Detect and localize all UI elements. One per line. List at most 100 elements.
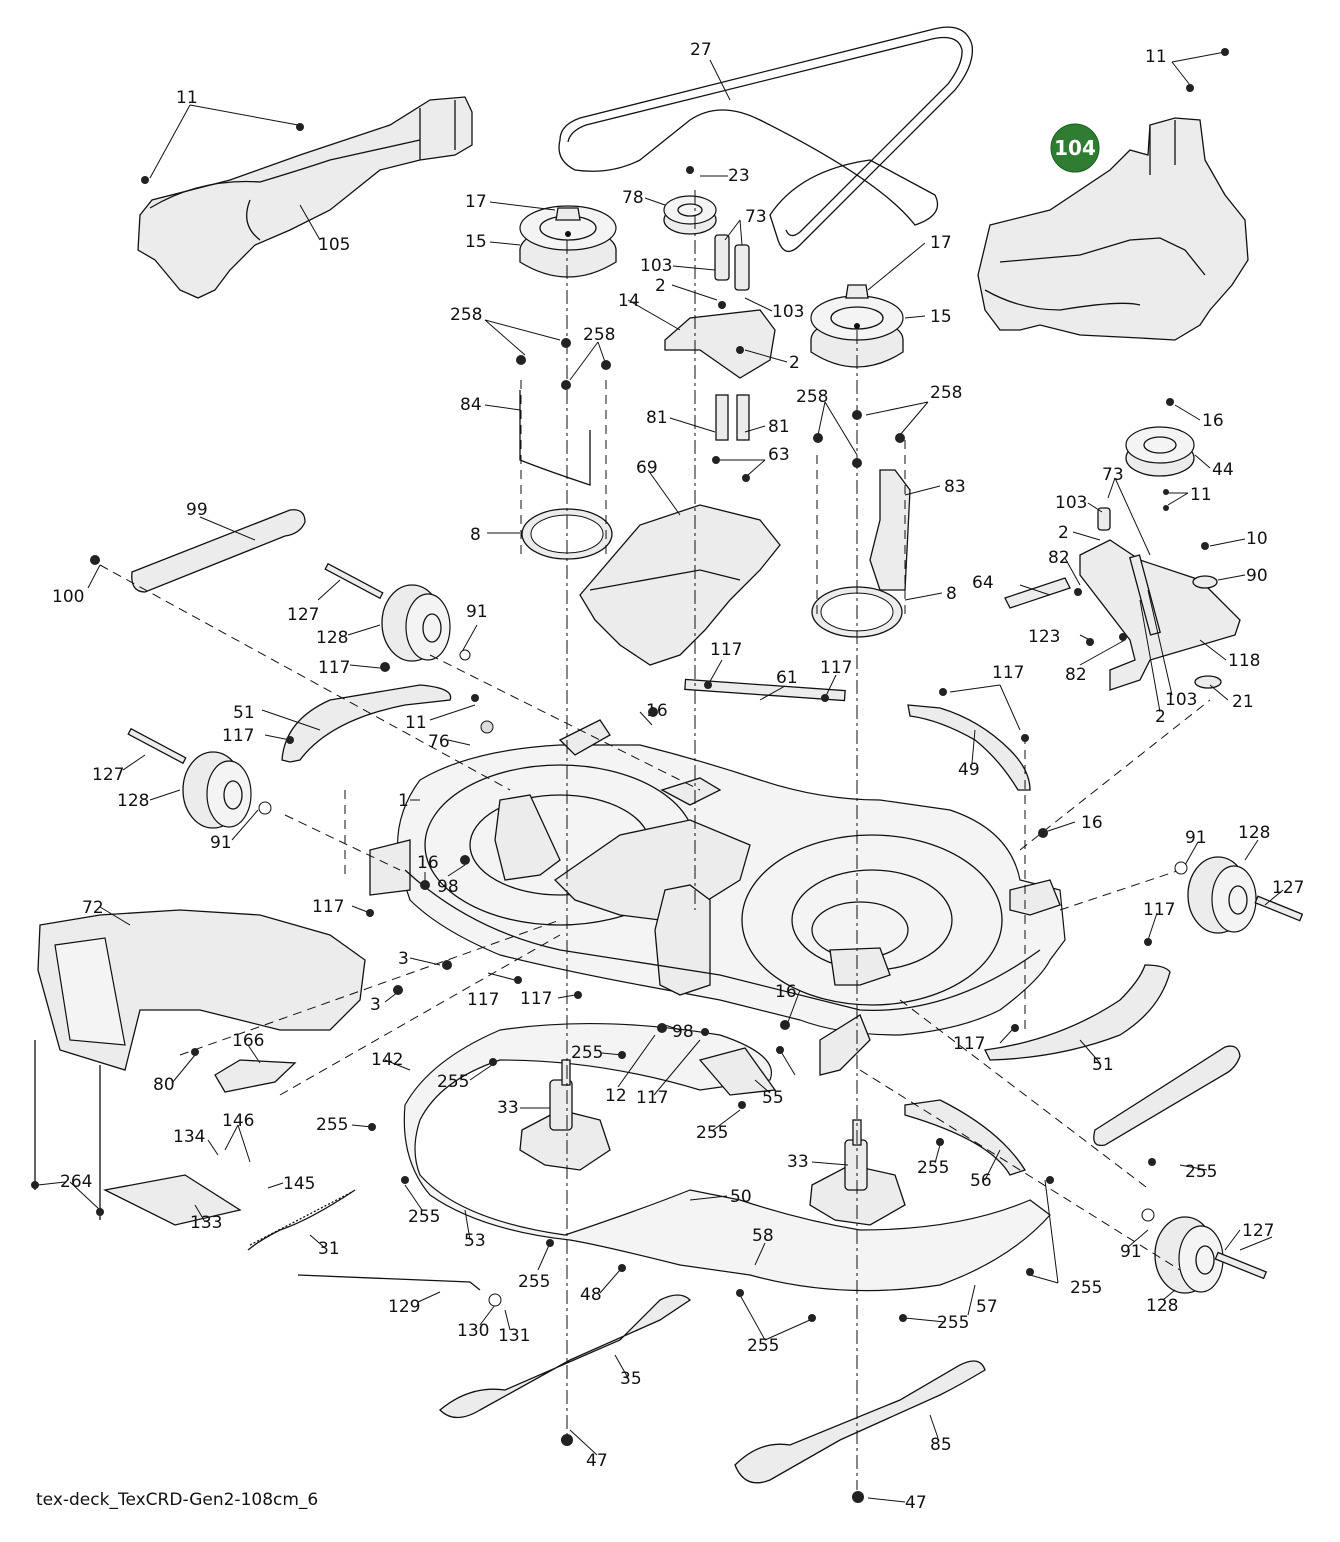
label-146: 146 xyxy=(222,1111,254,1131)
label-31: 31 xyxy=(318,1239,340,1259)
label-127: 127 xyxy=(1242,1221,1274,1241)
label-49: 49 xyxy=(958,760,980,780)
label-82: 82 xyxy=(1065,665,1087,685)
spindle-left xyxy=(519,1059,611,1171)
label-55: 55 xyxy=(762,1088,784,1108)
label-47: 47 xyxy=(905,1493,927,1513)
label-117: 117 xyxy=(710,640,742,660)
label-58: 58 xyxy=(752,1226,774,1246)
label-117: 117 xyxy=(467,990,499,1010)
label-91: 91 xyxy=(1185,828,1207,848)
label-53: 53 xyxy=(464,1231,486,1251)
label-35: 35 xyxy=(620,1369,642,1389)
drive-belt xyxy=(558,26,974,252)
label-17: 17 xyxy=(465,192,487,212)
lower-baffles xyxy=(403,1023,1051,1292)
label-91: 91 xyxy=(1120,1242,1142,1262)
wheel-right-lower xyxy=(1154,1216,1224,1294)
label-8: 8 xyxy=(946,584,957,604)
label-91: 91 xyxy=(210,833,232,853)
label-83: 83 xyxy=(944,477,966,497)
label-123: 123 xyxy=(1028,627,1060,647)
label-90: 90 xyxy=(1246,566,1268,586)
left-pulley xyxy=(519,205,617,278)
label-27: 27 xyxy=(690,40,712,60)
alignment-lines xyxy=(99,190,1211,1490)
label-255: 255 xyxy=(696,1123,728,1143)
label-2: 2 xyxy=(789,353,800,373)
tensioner-bracket xyxy=(1004,507,1241,691)
label-99: 99 xyxy=(186,500,208,520)
mulch-kit-parts xyxy=(34,1040,481,1291)
wheel-bolts xyxy=(127,562,1304,1280)
label-12: 12 xyxy=(605,1086,627,1106)
part-labels: 27 11 11 105 17 15 78 23 73 103 2 103 14… xyxy=(52,40,1304,1513)
label-3: 3 xyxy=(370,995,381,1015)
label-134: 134 xyxy=(173,1127,205,1147)
label-117: 117 xyxy=(1143,900,1175,920)
label-11: 11 xyxy=(1145,47,1167,67)
label-128: 128 xyxy=(117,791,149,811)
label-133: 133 xyxy=(190,1213,222,1233)
label-255: 255 xyxy=(316,1115,348,1135)
label-8: 8 xyxy=(470,525,481,545)
label-2: 2 xyxy=(655,276,666,296)
label-2: 2 xyxy=(1058,523,1069,543)
label-1: 1 xyxy=(398,791,409,811)
label-11: 11 xyxy=(176,88,198,108)
label-2: 2 xyxy=(1155,707,1166,727)
idler-bracket xyxy=(664,234,776,441)
label-255: 255 xyxy=(571,1043,603,1063)
label-127: 127 xyxy=(92,765,124,785)
label-128: 128 xyxy=(1238,823,1270,843)
label-166: 166 xyxy=(232,1031,264,1051)
label-10: 10 xyxy=(1246,529,1268,549)
label-81: 81 xyxy=(646,408,668,428)
label-255: 255 xyxy=(408,1207,440,1227)
label-69: 69 xyxy=(636,458,658,478)
wheel-right-upper xyxy=(1187,856,1257,934)
label-84: 84 xyxy=(460,395,482,415)
wheel-left-lower xyxy=(182,751,252,829)
blade-right xyxy=(734,1360,986,1484)
label-14: 14 xyxy=(618,291,640,311)
label-23: 23 xyxy=(728,166,750,186)
label-131: 131 xyxy=(498,1326,530,1346)
label-258: 258 xyxy=(796,387,828,407)
label-103: 103 xyxy=(1055,493,1087,513)
idler-pulley-right xyxy=(1125,426,1195,477)
label-264: 264 xyxy=(60,1172,92,1192)
label-57: 57 xyxy=(976,1297,998,1317)
right-pulley xyxy=(810,284,904,368)
label-103: 103 xyxy=(640,256,672,276)
label-61: 61 xyxy=(776,668,798,688)
idler-pulley-top xyxy=(663,195,717,235)
label-128: 128 xyxy=(1146,1296,1178,1316)
label-16: 16 xyxy=(775,982,797,1002)
label-258: 258 xyxy=(450,305,482,325)
label-117: 117 xyxy=(636,1088,668,1108)
wheel-arm-right xyxy=(1093,1045,1241,1147)
label-103: 103 xyxy=(1165,690,1197,710)
label-72: 72 xyxy=(82,898,104,918)
label-64: 64 xyxy=(972,573,994,593)
label-44: 44 xyxy=(1212,460,1234,480)
label-98: 98 xyxy=(437,877,459,897)
label-127: 127 xyxy=(287,605,319,625)
label-51: 51 xyxy=(233,703,255,723)
label-80: 80 xyxy=(153,1075,175,1095)
label-47: 47 xyxy=(586,1451,608,1471)
label-130: 130 xyxy=(457,1321,489,1341)
label-15: 15 xyxy=(465,232,487,252)
label-255: 255 xyxy=(917,1158,949,1178)
label-33: 33 xyxy=(787,1152,809,1172)
label-117: 117 xyxy=(222,726,254,746)
leader-lines xyxy=(37,51,1284,1503)
label-128: 128 xyxy=(316,628,348,648)
label-117: 117 xyxy=(992,663,1024,683)
label-81: 81 xyxy=(768,417,790,437)
label-3: 3 xyxy=(398,949,409,969)
label-16: 16 xyxy=(417,853,439,873)
badge-number: 104 xyxy=(1054,136,1096,160)
